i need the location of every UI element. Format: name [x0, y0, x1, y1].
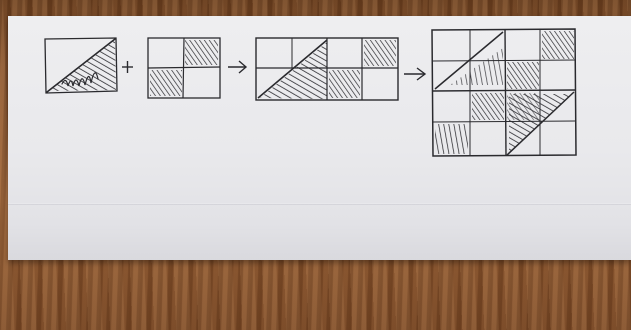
figure-triangle-tile [45, 38, 117, 93]
plus-sign [122, 61, 133, 73]
arrow-2 [404, 68, 425, 80]
figure-combined-tile [256, 38, 398, 100]
figure-composite-tile [432, 29, 576, 156]
figure-checker-tile [148, 38, 220, 98]
arrow-1 [228, 61, 246, 73]
